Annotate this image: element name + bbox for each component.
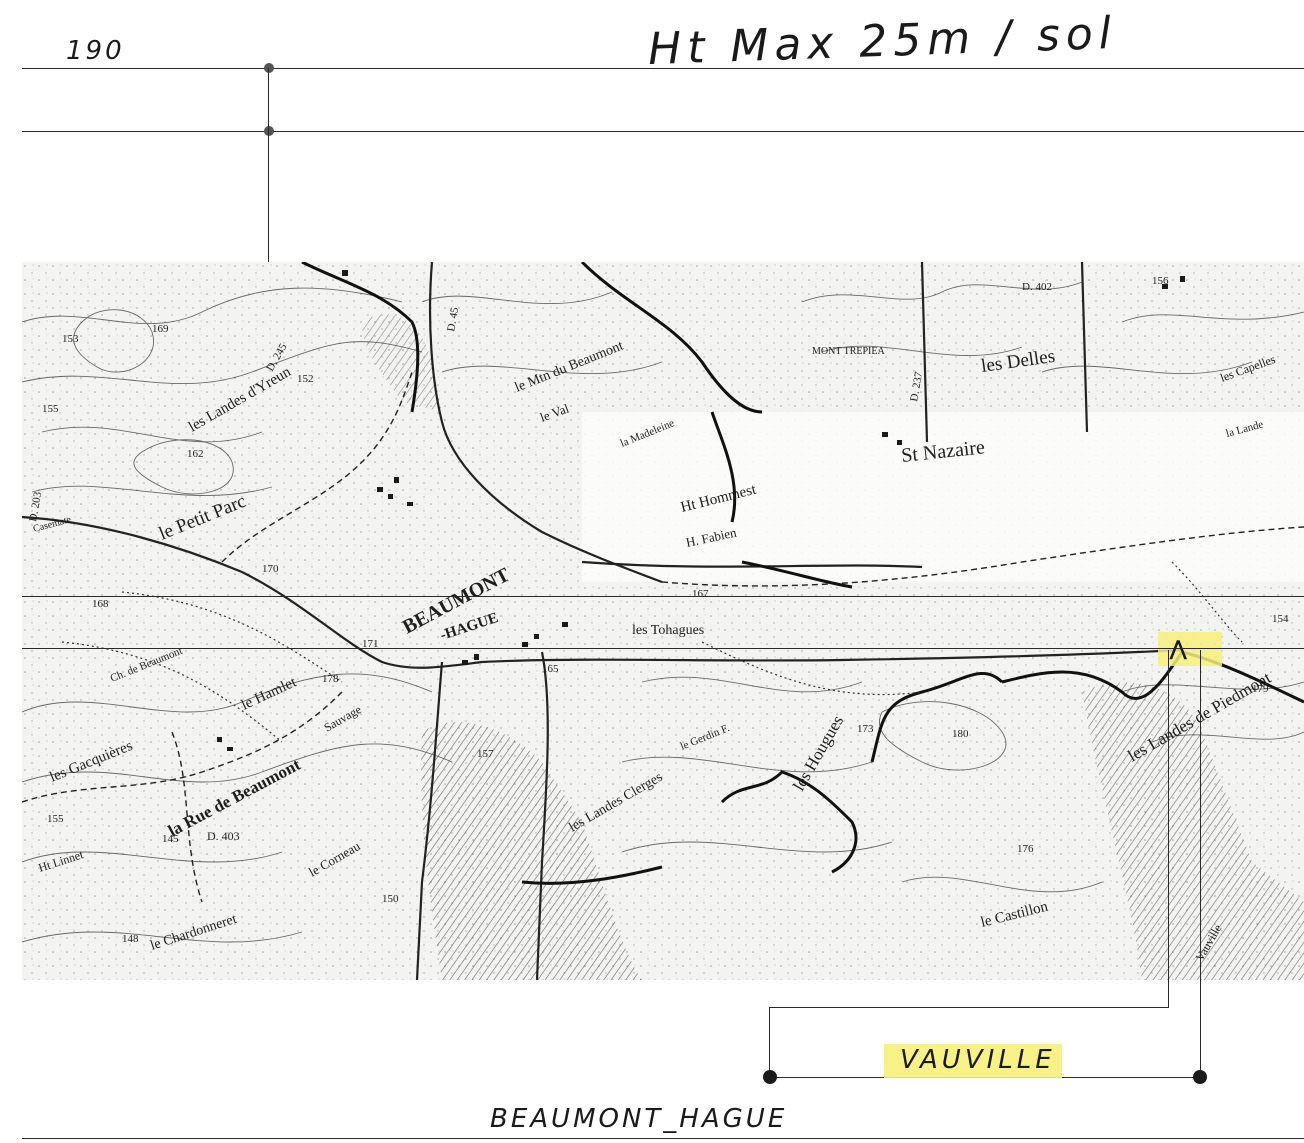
- spot-height: 157: [477, 748, 494, 760]
- target-glyph: ⋀: [1170, 638, 1187, 660]
- vauville-highlight: [884, 1044, 1062, 1078]
- spot-height: 150: [382, 893, 399, 905]
- map-label-mont-trepiea: MONT TREPIEA: [812, 346, 885, 357]
- map-band-lower: [22, 648, 1304, 649]
- spot-height: 167: [692, 588, 709, 600]
- spot-height: 176: [1017, 843, 1034, 855]
- sheet-number: 190: [66, 36, 125, 66]
- bracket-left: [769, 1007, 770, 1077]
- top-rule-2: [22, 131, 1304, 132]
- footer-rule: [22, 1138, 1304, 1139]
- map-label-d45: D. 45: [445, 306, 461, 333]
- spot-height: 154: [1272, 613, 1289, 625]
- spot-height: 148: [122, 933, 139, 945]
- spot-height: 169: [152, 323, 169, 335]
- map-graphics: BEAUMONT -HAGUE le Petit Parc les Landes…: [22, 262, 1304, 980]
- bracket-node-right: [1193, 1070, 1207, 1084]
- spot-height: 152: [297, 373, 314, 385]
- spot-height: 180: [952, 728, 969, 740]
- spot-height: 165: [542, 663, 559, 675]
- spot-height: 179: [1252, 683, 1269, 695]
- map-band-upper: [22, 596, 1304, 597]
- right-leader-line-1: [1168, 650, 1169, 1008]
- map-label-d403: D. 403: [207, 829, 240, 843]
- spot-height: 156: [1152, 275, 1169, 287]
- bracket-top: [770, 1007, 1168, 1008]
- spot-height: 155: [47, 813, 64, 825]
- footer-title: BEAUMONT_HAGUE: [490, 1104, 788, 1134]
- rule-node-2: [264, 126, 274, 136]
- spot-height: 173: [857, 723, 874, 735]
- map-label-les-tohagues: les Tohagues: [632, 623, 704, 638]
- spot-height: 155: [42, 403, 59, 415]
- right-leader-line-2: [1200, 650, 1201, 1078]
- spot-height: 145: [162, 833, 179, 845]
- bracket-node-left: [763, 1070, 777, 1084]
- height-note: Ht Max 25m / sol: [647, 7, 1118, 76]
- spot-height: 171: [362, 638, 379, 650]
- map-label-d402: D. 402: [1022, 281, 1052, 293]
- spot-height: 170: [262, 563, 279, 575]
- map-label-d203: D. 203: [27, 490, 44, 522]
- rule-node-1: [264, 63, 274, 73]
- vauville-annotation: VAUVILLE: [900, 1045, 1056, 1075]
- map-label-d237: D. 237: [908, 370, 925, 402]
- spot-height: 153: [62, 333, 79, 345]
- spot-height: 178: [322, 673, 339, 685]
- spot-height: 162: [187, 448, 204, 460]
- topographic-map: BEAUMONT -HAGUE le Petit Parc les Landes…: [22, 262, 1304, 980]
- spot-height: 168: [92, 598, 109, 610]
- top-rule-1: [22, 68, 1304, 69]
